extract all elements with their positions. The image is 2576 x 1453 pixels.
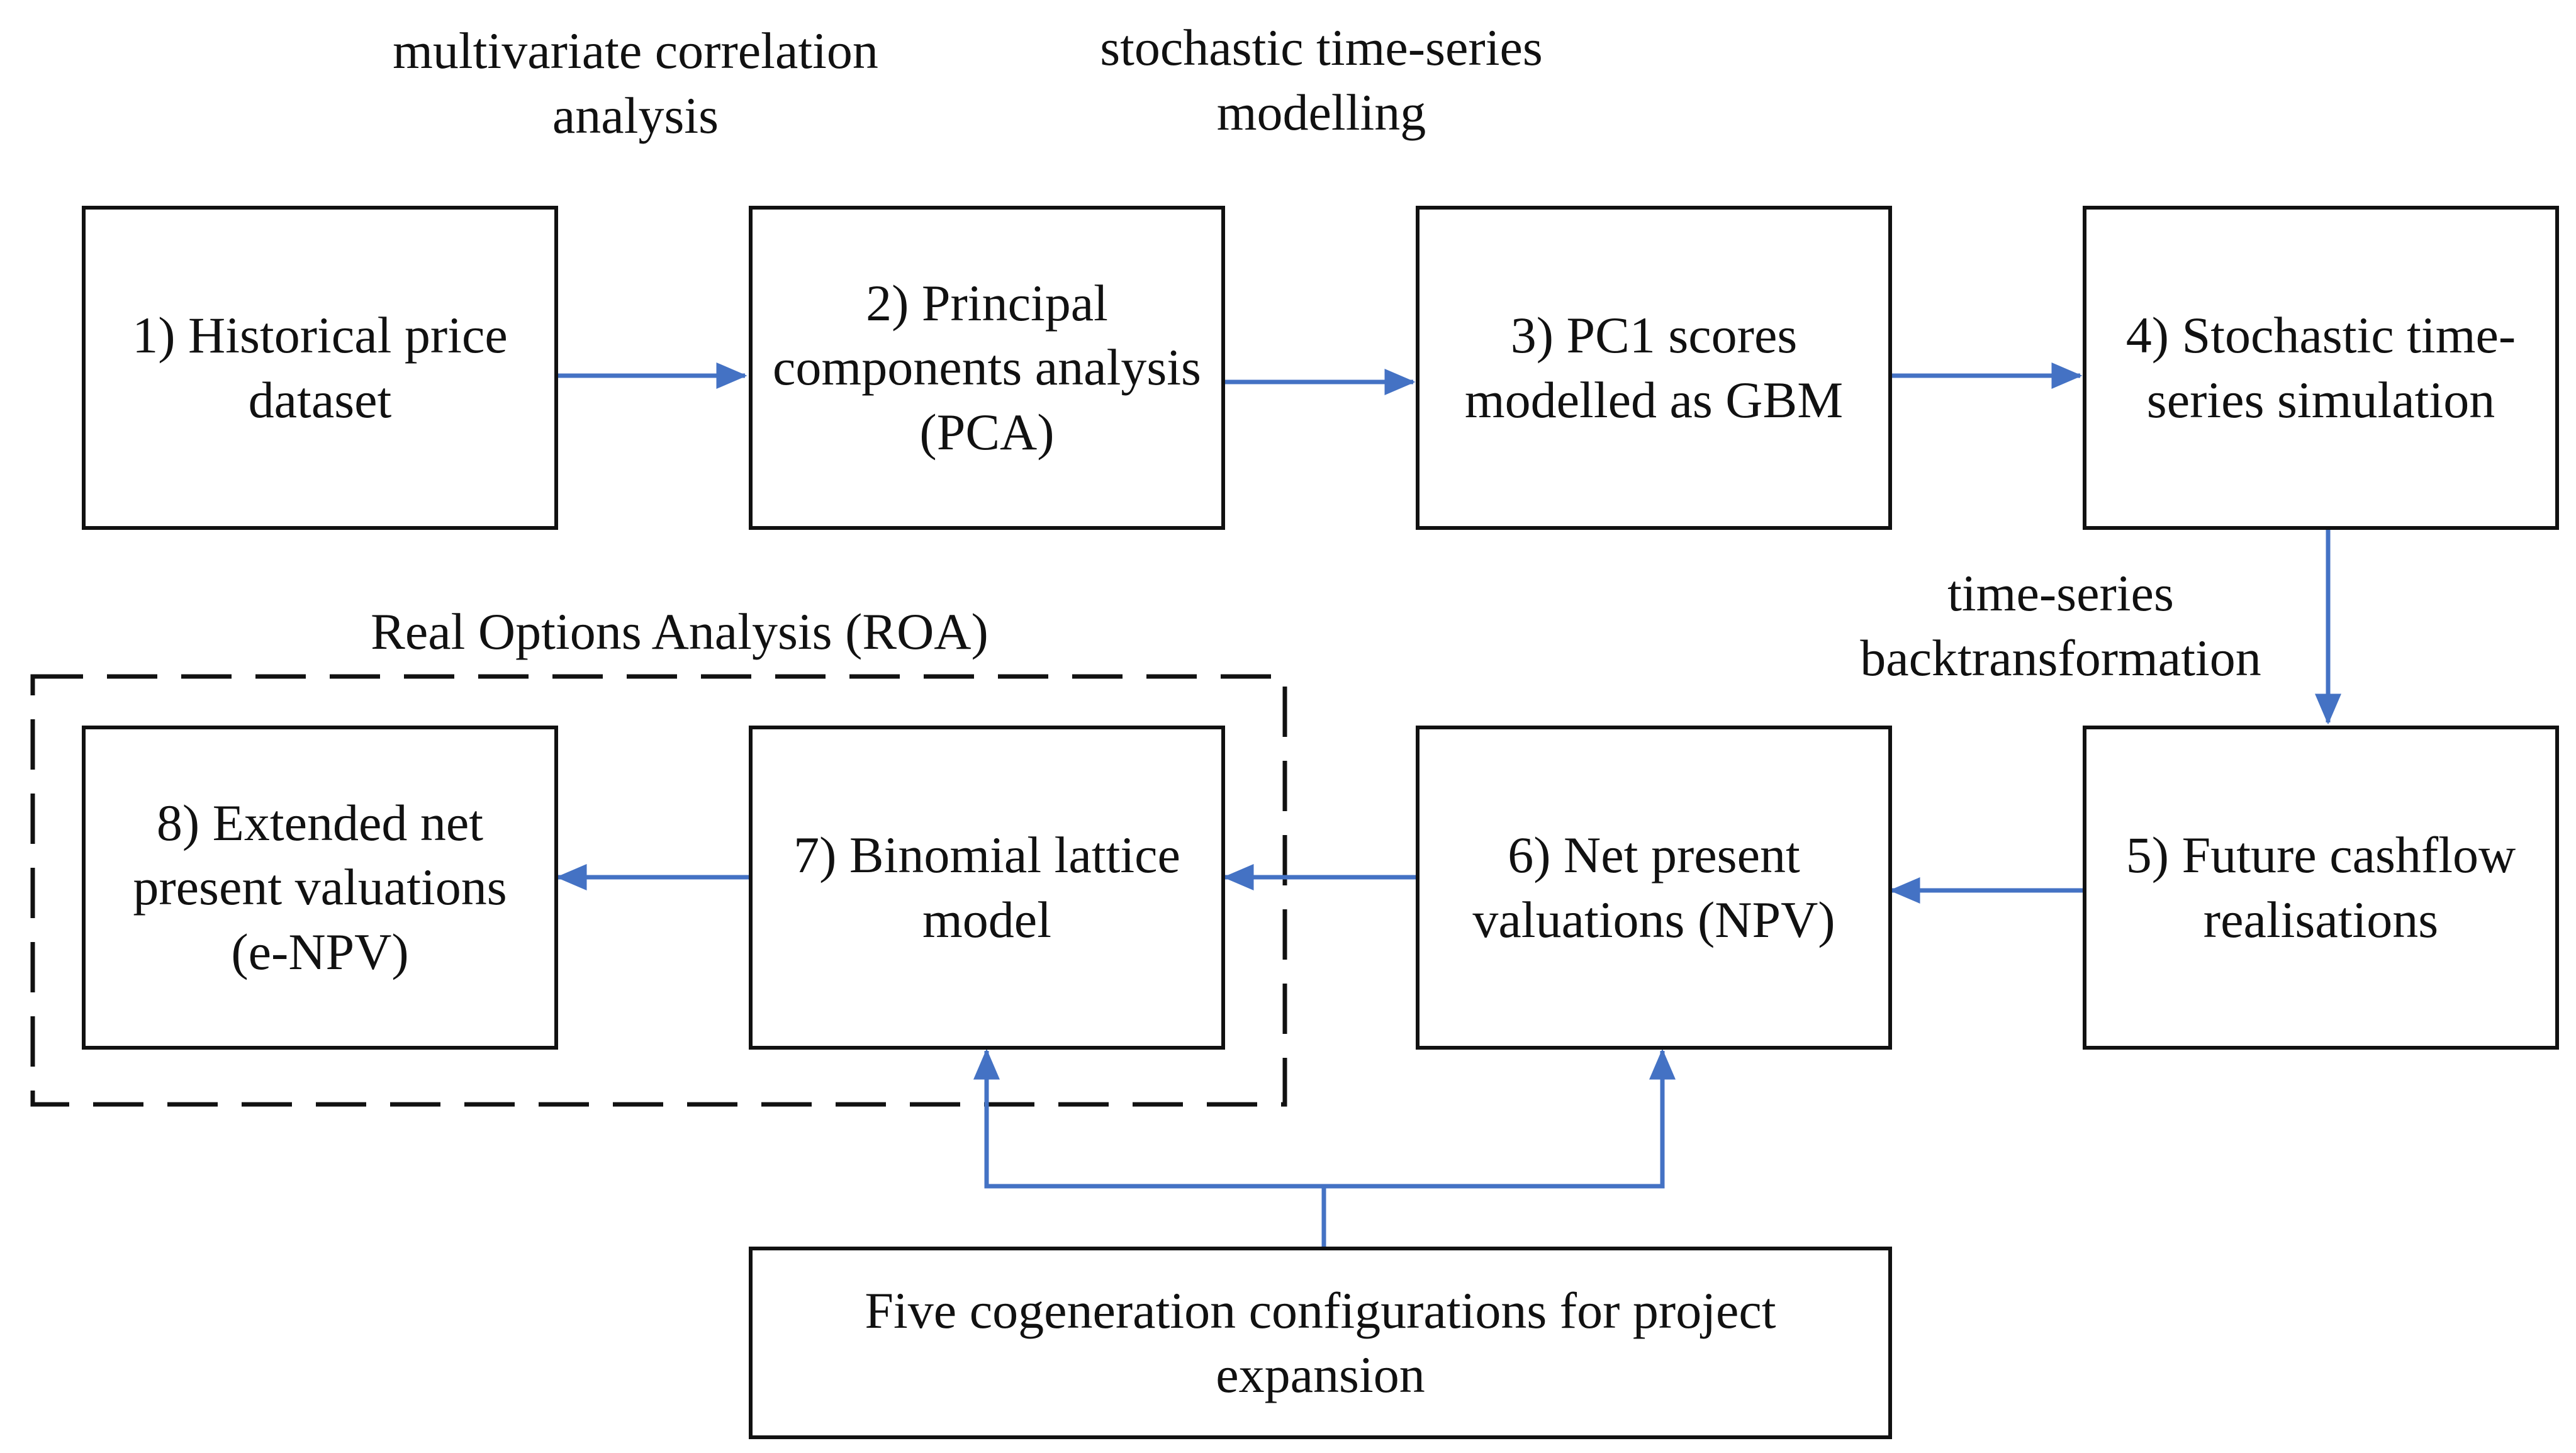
- box-principal-components-analysis: 2) Principal components analysis (PCA): [749, 206, 1225, 530]
- box-cogeneration-configurations-text: Five cogeneration configurations for pro…: [865, 1281, 1776, 1404]
- box-historical-price-dataset-text: 1) Historical price dataset: [132, 306, 508, 429]
- arrow-config-to-6: [1324, 1048, 1676, 1189]
- roa-group-boundary: [30, 674, 1287, 1107]
- box-future-cashflow-realisations-text: 5) Future cashflow realisations: [2125, 826, 2516, 948]
- edge-label-backtransformation: time-series backtransformation: [1860, 564, 2261, 687]
- box-extended-npv-text: 8) Extended net present valuations (e-NP…: [133, 794, 507, 980]
- box-future-cashflow-realisations: 5) Future cashflow realisations: [2083, 726, 2559, 1050]
- box-pc1-scores-gbm: 3) PC1 scores modelled as GBM: [1416, 206, 1892, 530]
- arrow-config-to-7: [973, 1048, 1324, 1189]
- box-historical-price-dataset: 1) Historical price dataset: [82, 206, 558, 530]
- edge-label-correlation: multivariate correlation analysis: [393, 22, 878, 144]
- box-net-present-valuations-text: 6) Net present valuations (NPV): [1472, 826, 1835, 948]
- box-principal-components-analysis-text: 2) Principal components analysis (PCA): [773, 274, 1201, 461]
- edge-label-time-series-modelling: stochastic time-series modelling: [1100, 19, 1543, 141]
- box-extended-npv: 8) Extended net present valuations (e-NP…: [82, 726, 558, 1050]
- box-stochastic-simulation-text: 4) Stochastic time-series simulation: [2125, 306, 2516, 429]
- box-net-present-valuations: 6) Net present valuations (NPV): [1416, 726, 1892, 1050]
- box-pc1-scores-gbm-text: 3) PC1 scores modelled as GBM: [1464, 306, 1844, 429]
- box-cogeneration-configurations: Five cogeneration configurations for pro…: [749, 1247, 1892, 1439]
- box-binomial-lattice-model: 7) Binomial lattice model: [749, 726, 1225, 1050]
- box-binomial-lattice-model-text: 7) Binomial lattice model: [793, 826, 1180, 948]
- roa-group-label: Real Options Analysis (ROA): [371, 603, 988, 660]
- box-stochastic-simulation: 4) Stochastic time-series simulation: [2083, 206, 2559, 530]
